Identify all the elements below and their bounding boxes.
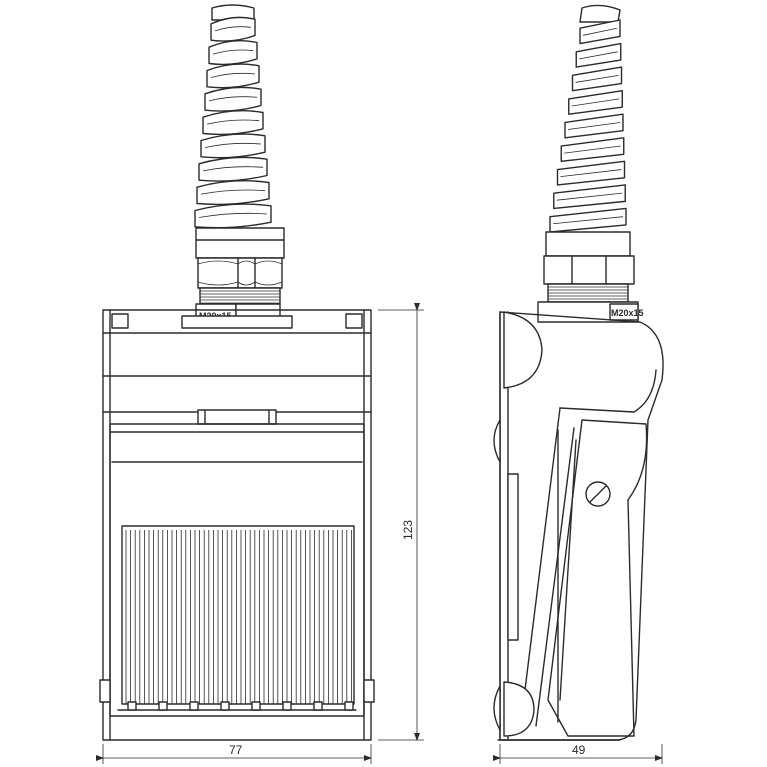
side-gland-nut: M20x15 [537, 231, 644, 323]
thread-label-side: M20x15 [611, 308, 644, 318]
coil-segment [206, 63, 260, 89]
coil-edge [567, 122, 621, 130]
front-pedal [99, 423, 375, 717]
coil-edge [560, 169, 622, 178]
side-view: M20x15 [493, 4, 664, 741]
coil-segment [196, 180, 270, 206]
coil-edge [571, 98, 620, 107]
coil-segment [202, 110, 264, 136]
coil-edge [206, 119, 260, 125]
coil-segment [204, 86, 262, 112]
coil-edge [575, 74, 619, 83]
coil-segment [194, 203, 272, 229]
coil-edge [210, 72, 256, 78]
coil-edge [202, 166, 264, 172]
pedal-tab [158, 701, 168, 711]
coil-edge [198, 212, 268, 218]
coil-edge [208, 96, 258, 102]
coil-edge [579, 51, 618, 60]
dimension-width: 77 [96, 743, 372, 764]
coil-edge [564, 145, 621, 154]
coil-edge [212, 49, 254, 55]
coil-segment [200, 133, 266, 159]
dim-height-label: 123 [401, 520, 415, 540]
dimension-height: 123 [378, 303, 424, 741]
side-housing [493, 311, 664, 741]
coil-edge [204, 142, 262, 148]
pedal-tab [127, 701, 137, 711]
pedal-tab [282, 701, 292, 711]
pedal-tab [344, 701, 354, 711]
coil-segment [198, 156, 268, 182]
coil-edge [200, 189, 266, 195]
coil-edge [552, 216, 624, 225]
front-view: M20x15 [99, 4, 375, 741]
pedal-tab [220, 701, 230, 711]
dim-depth-label: 49 [572, 743, 586, 757]
dim-width-label: 77 [229, 743, 243, 757]
coil-segment [208, 40, 258, 66]
dimension-depth: 49 [493, 743, 663, 764]
pedal-tab [313, 701, 323, 711]
coil-edge [582, 27, 618, 36]
front-cable-spiral [194, 4, 272, 229]
coil-edge [214, 26, 252, 32]
pedal-tab [189, 701, 199, 711]
front-housing [102, 309, 372, 741]
coil-segment [210, 16, 256, 42]
side-cable-spiral [549, 4, 627, 233]
front-gland-nut [195, 227, 285, 289]
pedal-tab [251, 701, 261, 711]
coil-edge [556, 192, 623, 201]
